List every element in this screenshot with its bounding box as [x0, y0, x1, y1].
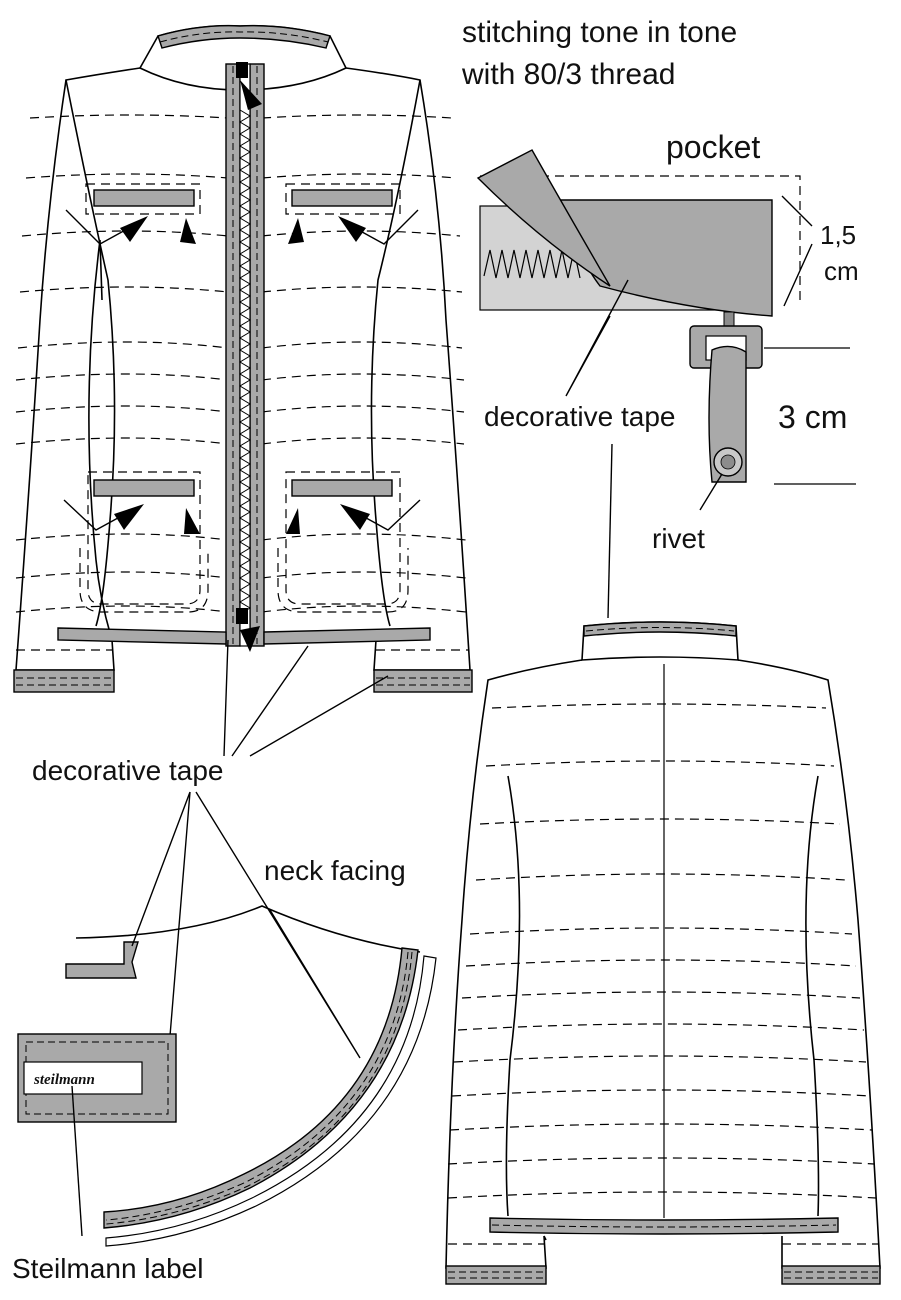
pocket-label: pocket [666, 129, 760, 165]
neck-facing-label: neck facing [264, 855, 406, 886]
front-jacket-drawing [13, 24, 473, 693]
pocket-detail-drawing [476, 149, 856, 511]
zipper-teeth [239, 109, 251, 615]
decorative-tape-label-right: decorative tape [484, 401, 675, 432]
decorative-tape-leaders [223, 639, 389, 757]
pocket-height-unit: cm [824, 256, 859, 286]
tab-length-label: 3 cm [778, 399, 847, 435]
title-line-1: stitching tone in tone [462, 16, 737, 49]
rivet-label: rivet [652, 523, 705, 554]
neck-facing-drawing [65, 791, 437, 1247]
steilmann-label-drawing [17, 1033, 177, 1237]
title-line-2: with 80/3 thread [461, 58, 675, 91]
back-jacket-drawing [445, 443, 881, 1285]
pocket-height-value: 1,5 [820, 220, 856, 250]
back-quilting-lines [447, 703, 878, 1245]
steilmann-label-caption: Steilmann label [12, 1253, 203, 1284]
decorative-tape-label-left: decorative tape [32, 755, 223, 786]
brand-name-on-label: steilmann [33, 1072, 95, 1088]
